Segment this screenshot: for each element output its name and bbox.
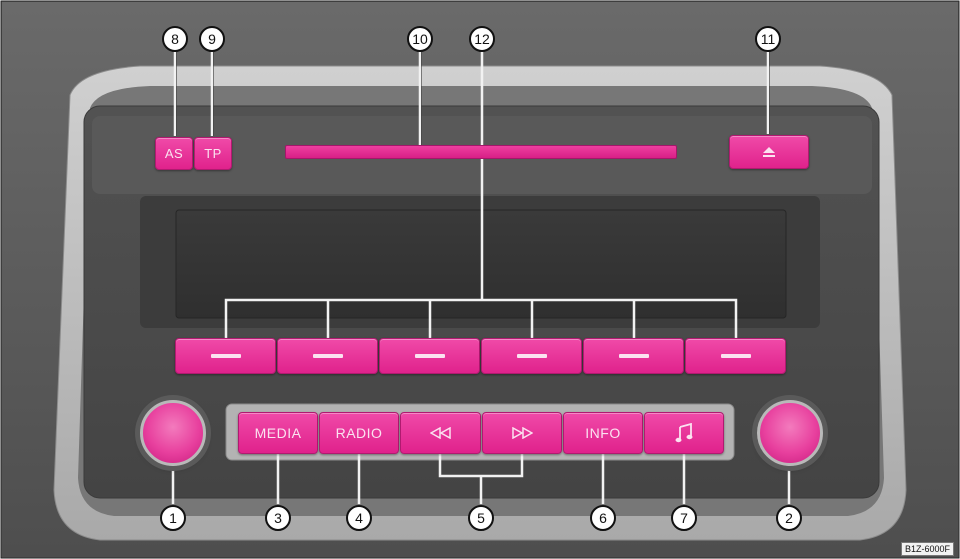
callout-11: 11 (755, 26, 781, 52)
rewind-button[interactable] (400, 412, 481, 454)
preset-dash-icon (516, 354, 547, 358)
preset-button-1[interactable] (175, 338, 276, 374)
info-button-label: INFO (585, 425, 621, 441)
callout-8: 8 (162, 26, 188, 52)
preset-dash-icon (210, 354, 241, 358)
leader-lines (171, 52, 791, 504)
eject-icon (763, 147, 775, 157)
eject-button[interactable] (729, 135, 809, 169)
callout-12: 12 (469, 26, 495, 52)
callout-1: 1 (160, 505, 186, 531)
left-knob[interactable] (140, 400, 206, 466)
fast-forward-button[interactable] (482, 412, 562, 454)
music-note-icon (675, 423, 693, 443)
callout-7: 7 (671, 505, 697, 531)
media-button[interactable]: MEDIA (238, 412, 318, 454)
callout-3: 3 (265, 505, 291, 531)
right-knob[interactable] (757, 400, 823, 466)
sound-button[interactable] (644, 412, 724, 454)
callout-10: 10 (407, 26, 433, 52)
info-button[interactable]: INFO (563, 412, 643, 454)
radio-button[interactable]: RADIO (319, 412, 399, 454)
callout-6: 6 (590, 505, 616, 531)
preset-dash-icon (312, 354, 343, 358)
preset-button-6[interactable] (685, 338, 786, 374)
cd-slot[interactable] (285, 145, 677, 159)
radio-button-label: RADIO (335, 425, 383, 441)
as-button[interactable]: AS (155, 137, 193, 170)
fast-forward-icon (512, 427, 533, 439)
callout-2: 2 (776, 505, 802, 531)
callout-4: 4 (346, 505, 372, 531)
rewind-icon (429, 427, 451, 439)
preset-dash-icon (414, 354, 445, 358)
as-button-label: AS (164, 146, 184, 161)
preset-dash-icon (618, 354, 649, 358)
preset-button-4[interactable] (481, 338, 582, 374)
preset-dash-icon (720, 354, 751, 358)
preset-button-3[interactable] (379, 338, 480, 374)
tp-button-label: TP (204, 146, 222, 161)
callout-9: 9 (199, 26, 225, 52)
preset-button-5[interactable] (583, 338, 684, 374)
reference-code: B1Z-6000F (900, 542, 954, 556)
media-button-label: MEDIA (254, 425, 302, 441)
tp-button[interactable]: TP (194, 137, 232, 170)
preset-button-2[interactable] (277, 338, 378, 374)
callout-5: 5 (468, 505, 494, 531)
